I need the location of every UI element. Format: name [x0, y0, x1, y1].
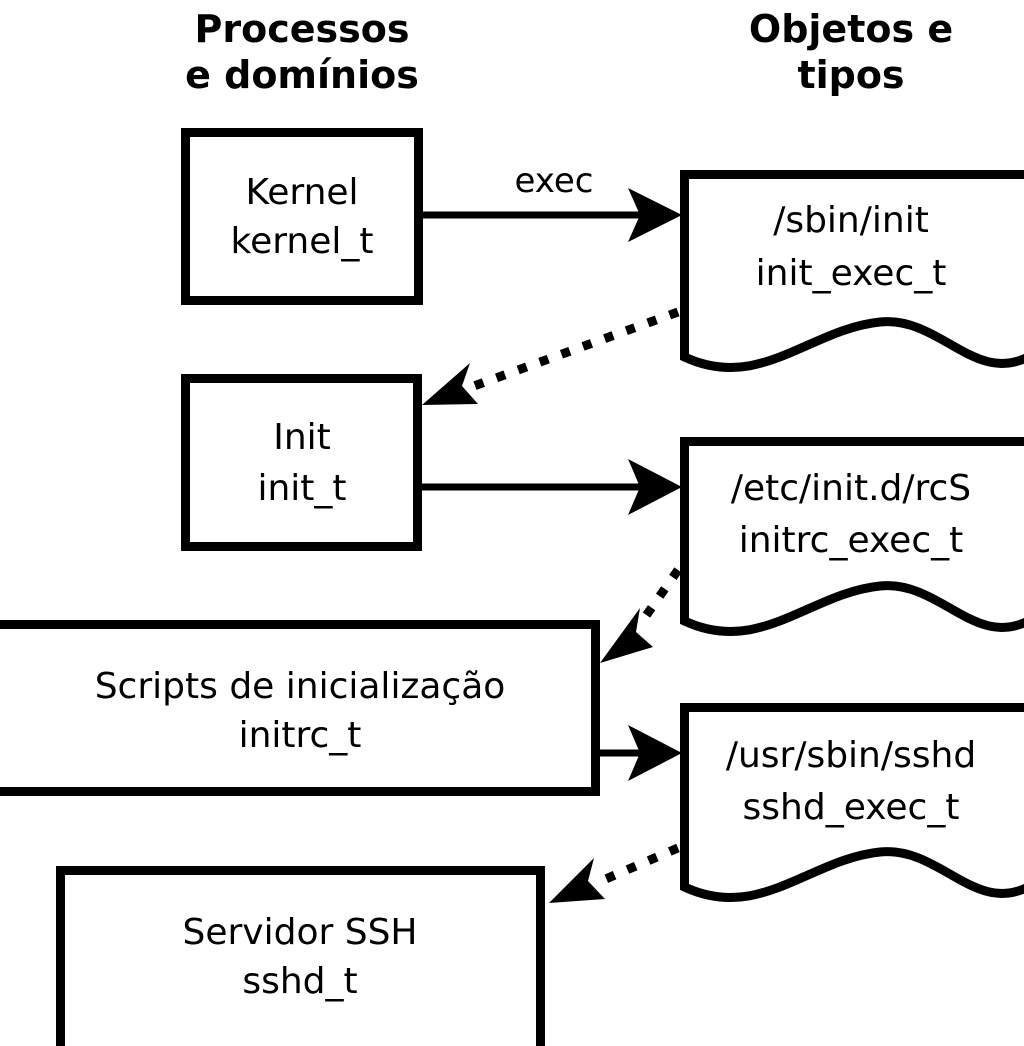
node-sshd_exec-document-shape[interactable]	[680, 703, 1024, 902]
node-init_exec-line2: init_exec_t	[756, 253, 947, 294]
node-kernel-line1: Kernel	[245, 172, 358, 213]
node-init-line2: init_t	[257, 468, 346, 509]
node-kernel-box[interactable]	[181, 128, 423, 305]
node-init[interactable]: Init init_t	[181, 374, 422, 551]
node-initrc-box[interactable]	[0, 620, 600, 796]
node-init_exec[interactable]: /sbin/init init_exec_t	[680, 170, 1024, 372]
edge-sshd_exec-transition-sshd	[549, 843, 680, 903]
node-sshd-box[interactable]	[56, 866, 545, 1046]
node-kernel-line2: kernel_t	[231, 221, 374, 262]
arrow-head-icon	[628, 459, 682, 515]
edge-line-dotted	[592, 843, 680, 889]
node-init-line1: Init	[273, 417, 331, 458]
edge-line-dotted	[461, 307, 680, 395]
node-sshd-line1: Servidor SSH	[182, 912, 417, 953]
column-header-processes-line2: e domínios	[185, 53, 419, 97]
edge-initrc-exec-sshd_exec	[600, 725, 682, 781]
arrow-head-icon	[422, 363, 478, 405]
node-sshd_exec-line2: sshd_exec_t	[743, 787, 960, 828]
edge-label-exec: exec	[514, 161, 593, 201]
column-header-processes-line1: Processos	[195, 7, 410, 51]
node-initrc_exec[interactable]: /etc/init.d/rcS initrc_exec_t	[680, 437, 1024, 636]
edge-init-exec-initrc_exec	[421, 459, 682, 515]
arrow-head-icon	[628, 725, 682, 781]
node-initrc[interactable]: Scripts de inicialização initrc_t	[0, 620, 600, 796]
arrow-head-icon	[600, 608, 653, 663]
edge-init_exec-transition-init	[422, 307, 680, 405]
node-sshd-line2: sshd_t	[242, 961, 357, 1002]
column-header-objects-line1: Objetos e	[749, 7, 953, 51]
node-init_exec-document-shape[interactable]	[680, 170, 1024, 372]
node-init_exec-line1: /sbin/init	[773, 200, 929, 241]
edge-kernel-exec-init_exec: exec	[422, 161, 682, 242]
node-sshd_exec-line1: /usr/sbin/sshd	[726, 735, 976, 776]
node-initrc_exec-line2: initrc_exec_t	[739, 520, 964, 561]
node-sshd_exec[interactable]: /usr/sbin/sshd sshd_exec_t	[680, 703, 1024, 902]
edge-line-dotted	[639, 567, 682, 623]
arrow-head-icon	[628, 188, 682, 242]
node-init-box[interactable]	[181, 374, 422, 551]
column-header-objects: Objetos e tipos	[749, 7, 953, 97]
node-initrc_exec-line1: /etc/init.d/rcS	[731, 468, 971, 509]
node-sshd[interactable]: Servidor SSH sshd_t	[56, 866, 545, 1046]
column-header-objects-line2: tipos	[797, 53, 904, 97]
node-initrc-line1: Scripts de inicialização	[95, 666, 506, 707]
edge-initrc_exec-transition-initrc	[600, 567, 682, 663]
arrow-head-icon	[549, 858, 605, 903]
node-initrc-line2: initrc_t	[239, 715, 362, 756]
column-header-processes: Processos e domínios	[185, 7, 419, 97]
node-initrc_exec-document-shape[interactable]	[680, 437, 1024, 636]
node-kernel[interactable]: Kernel kernel_t	[181, 128, 423, 305]
